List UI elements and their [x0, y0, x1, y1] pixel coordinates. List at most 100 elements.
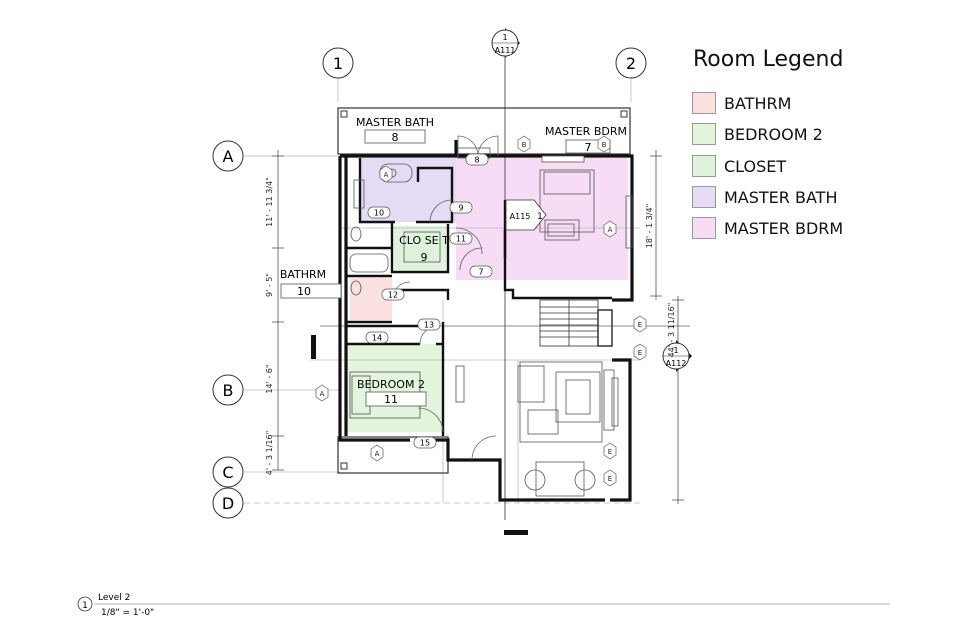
room-label-master-bath: MASTER BATH 8 [356, 116, 434, 144]
door-tag-7: 7 [469, 265, 493, 278]
door-tag-8: 8 [465, 153, 489, 166]
section-right-num: 1 [673, 346, 678, 355]
view-title-num: 1 [82, 601, 88, 611]
window-tag-e-3-label: E [608, 448, 612, 456]
window-tag-b-2-label: B [602, 141, 607, 149]
window-tag-b-2: B [597, 135, 611, 153]
view-title-scale: 1/8" = 1'-0" [101, 608, 154, 618]
room-label-closet: CLO SE T 9 [399, 234, 449, 264]
door-tags: 8 9 10 11 7 12 13 14 [365, 153, 493, 449]
door-tag-13-label: 13 [424, 321, 434, 330]
window-tag-a-4-label: A [375, 450, 380, 458]
legend-swatch-bathrm [692, 92, 716, 114]
window-tag-a-2-label: A [608, 226, 613, 234]
window-tag-e-1-label: E [638, 321, 642, 329]
door-tag-9-label: 9 [458, 204, 463, 213]
door-mark-left [311, 335, 316, 359]
door-tag-12-label: 12 [388, 291, 398, 300]
grid-row-b: B [212, 374, 244, 406]
door-tag-15-label: 15 [420, 439, 430, 448]
window-tag-a-3-label: A [320, 390, 325, 398]
door-tag-13: 13 [417, 318, 441, 331]
room-name-bathrm: BATHRM [280, 268, 326, 281]
dimension-text: 11' - 11 3/4" 9' - 5" 14' - 6" 4' - 3 1/… [265, 177, 676, 475]
legend-label-closet: CLOSET [724, 156, 787, 176]
legend-swatch-bedroom2 [692, 123, 716, 145]
grid-row-b-label: B [223, 381, 234, 400]
room-label-bedroom2: BEDROOM 2 11 [357, 378, 427, 407]
window-tag-b-1: B [517, 135, 531, 153]
legend-label-master-bdrm: MASTER BDRM [724, 218, 844, 238]
door-tag-9: 9 [449, 201, 473, 214]
legend-item-bathrm: BATHRM [692, 90, 791, 116]
door-tag-7-label: 7 [478, 268, 483, 277]
door-tag-10-label: 10 [374, 209, 384, 218]
room-label-bathrm: BATHRM 10 [280, 268, 342, 299]
legend-item-master-bath: MASTER BATH [692, 184, 837, 210]
door-tag-8-label: 8 [474, 156, 479, 165]
window-tag-e-2: E [633, 343, 647, 361]
elevation-marker: A115 1 [505, 199, 547, 231]
door-tag-15: 15 [413, 436, 437, 449]
grid-col-2-label: 2 [626, 54, 636, 73]
dim-left-2: 9' - 5" [265, 273, 274, 297]
window-tags: A B B A A A E E [315, 135, 647, 487]
room-num-bedroom2: 11 [384, 393, 398, 406]
window-tag-e-3: E [603, 442, 617, 460]
window-tag-a-1: A [379, 165, 393, 183]
door-tag-11: 11 [449, 232, 473, 245]
room-label-master-bdrm: MASTER BDRM 7 [545, 125, 627, 154]
legend-item-bedroom2: BEDROOM 2 [692, 121, 823, 147]
door-swings [391, 135, 499, 461]
door-tag-11-label: 11 [456, 235, 466, 244]
dim-right-2: 44' - 3 11/16" [667, 303, 676, 358]
room-num-bathrm: 10 [297, 285, 311, 298]
dim-left-1: 11' - 11 3/4" [265, 177, 274, 227]
grid-row-d-label: D [222, 494, 234, 513]
elevation-num: 1 [537, 212, 543, 222]
grid-col-1: 1 [322, 47, 354, 79]
window-tag-a-3: A [315, 384, 329, 402]
legend-swatch-master-bath [692, 186, 716, 208]
window-tag-a-4: A [370, 444, 384, 462]
legend-item-master-bdrm: MASTER BDRM [692, 215, 843, 241]
grid-row-a: A [212, 140, 244, 172]
section-top-sheet: A111 [495, 46, 516, 55]
door-mark-bottom [504, 530, 528, 535]
room-num-closet: 9 [421, 251, 428, 264]
section-top-num: 1 [502, 33, 507, 42]
room-num-master-bath: 8 [392, 131, 399, 144]
section-marker-right: 1 A112 [662, 340, 692, 372]
dim-left-3: 14' - 6" [265, 364, 274, 393]
legend-label-master-bath: MASTER BATH [724, 187, 838, 207]
legend-swatch-closet [692, 155, 716, 177]
room-num-master-bdrm: 7 [585, 141, 592, 154]
legend-label-bathrm: BATHRM [724, 93, 792, 113]
window-tag-e-4-label: E [608, 475, 612, 483]
window-tag-e-2-label: E [638, 349, 642, 357]
legend-item-closet: CLOSET [692, 153, 786, 179]
legend-swatch-master-bdrm [692, 217, 716, 239]
grid-row-a-label: A [223, 147, 234, 166]
interior-walls [346, 158, 612, 436]
stair [539, 299, 613, 347]
door-tag-14-label: 14 [372, 334, 382, 343]
grid-row-d: D [212, 487, 244, 519]
door-tag-14: 14 [365, 331, 389, 344]
window-tag-a-2: A [603, 220, 617, 238]
room-name-bedroom2: BEDROOM 2 [357, 378, 425, 391]
room-name-master-bdrm: MASTER BDRM [545, 125, 627, 138]
view-title-level: Level 2 [98, 593, 130, 603]
door-tag-10: 10 [367, 206, 391, 219]
exterior-walls [338, 140, 634, 502]
grid-row-c: C [212, 456, 244, 488]
room-name-closet: CLO SE T [399, 234, 449, 247]
room-fill-closet [394, 226, 446, 270]
door-tag-12: 12 [381, 288, 405, 301]
window-tag-e-4: E [603, 469, 617, 487]
elevation-tag: A115 [510, 212, 531, 221]
section-marker-top: 1 A111 [491, 28, 520, 58]
dim-right-1: 18' - 1 3/4" [645, 204, 654, 249]
section-right-sheet: A112 [666, 359, 687, 368]
